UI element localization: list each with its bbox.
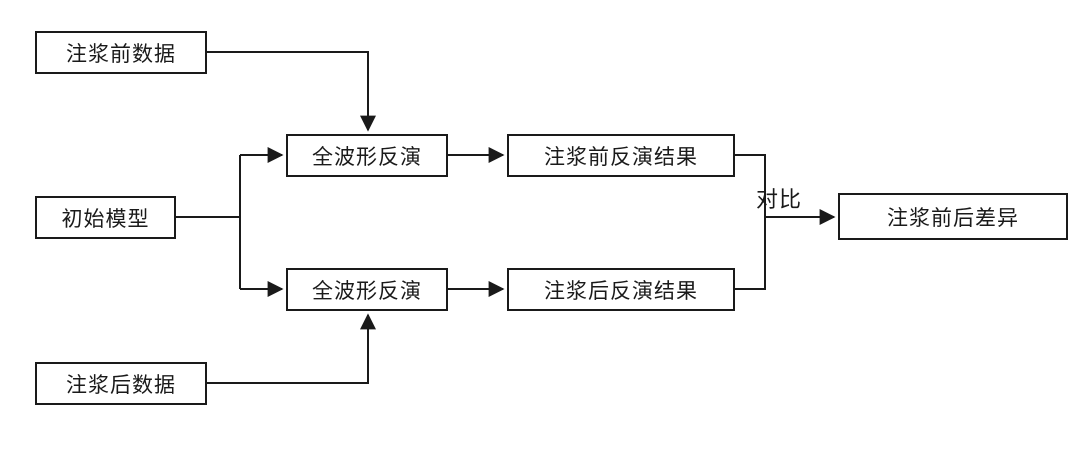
node-full-waveform-inversion-bottom: 全波形反演 bbox=[286, 268, 448, 311]
node-post-grouting-data: 注浆后数据 bbox=[35, 362, 207, 405]
arrow-post-data-to-fwi-bottom bbox=[207, 313, 376, 384]
node-full-waveform-inversion-top: 全波形反演 bbox=[286, 134, 448, 177]
line-post-result-to-merge bbox=[735, 217, 766, 290]
node-pre-grouting-data: 注浆前数据 bbox=[35, 31, 207, 74]
node-pre-post-grouting-difference-label: 注浆前后差异 bbox=[887, 206, 1019, 230]
node-pre-post-grouting-difference: 注浆前后差异 bbox=[838, 193, 1068, 240]
node-initial-model-label: 初始模型 bbox=[61, 207, 150, 231]
node-pre-grouting-inversion-result-label: 注浆前反演结果 bbox=[544, 145, 698, 169]
arrow-pre-data-to-fwi-top bbox=[207, 51, 376, 132]
node-initial-model: 初始模型 bbox=[35, 196, 176, 239]
node-post-grouting-inversion-result: 注浆后反演结果 bbox=[507, 268, 735, 311]
node-pre-grouting-data-label: 注浆前数据 bbox=[66, 42, 176, 66]
edge-label-compare: 对比 bbox=[756, 187, 802, 212]
line-pre-result-to-merge bbox=[735, 154, 766, 217]
node-full-waveform-inversion-top-label: 全波形反演 bbox=[312, 145, 422, 169]
node-pre-grouting-inversion-result: 注浆前反演结果 bbox=[507, 134, 735, 177]
node-post-grouting-inversion-result-label: 注浆后反演结果 bbox=[544, 279, 698, 303]
node-full-waveform-inversion-bottom-label: 全波形反演 bbox=[312, 279, 422, 303]
node-post-grouting-data-label: 注浆后数据 bbox=[66, 373, 176, 397]
